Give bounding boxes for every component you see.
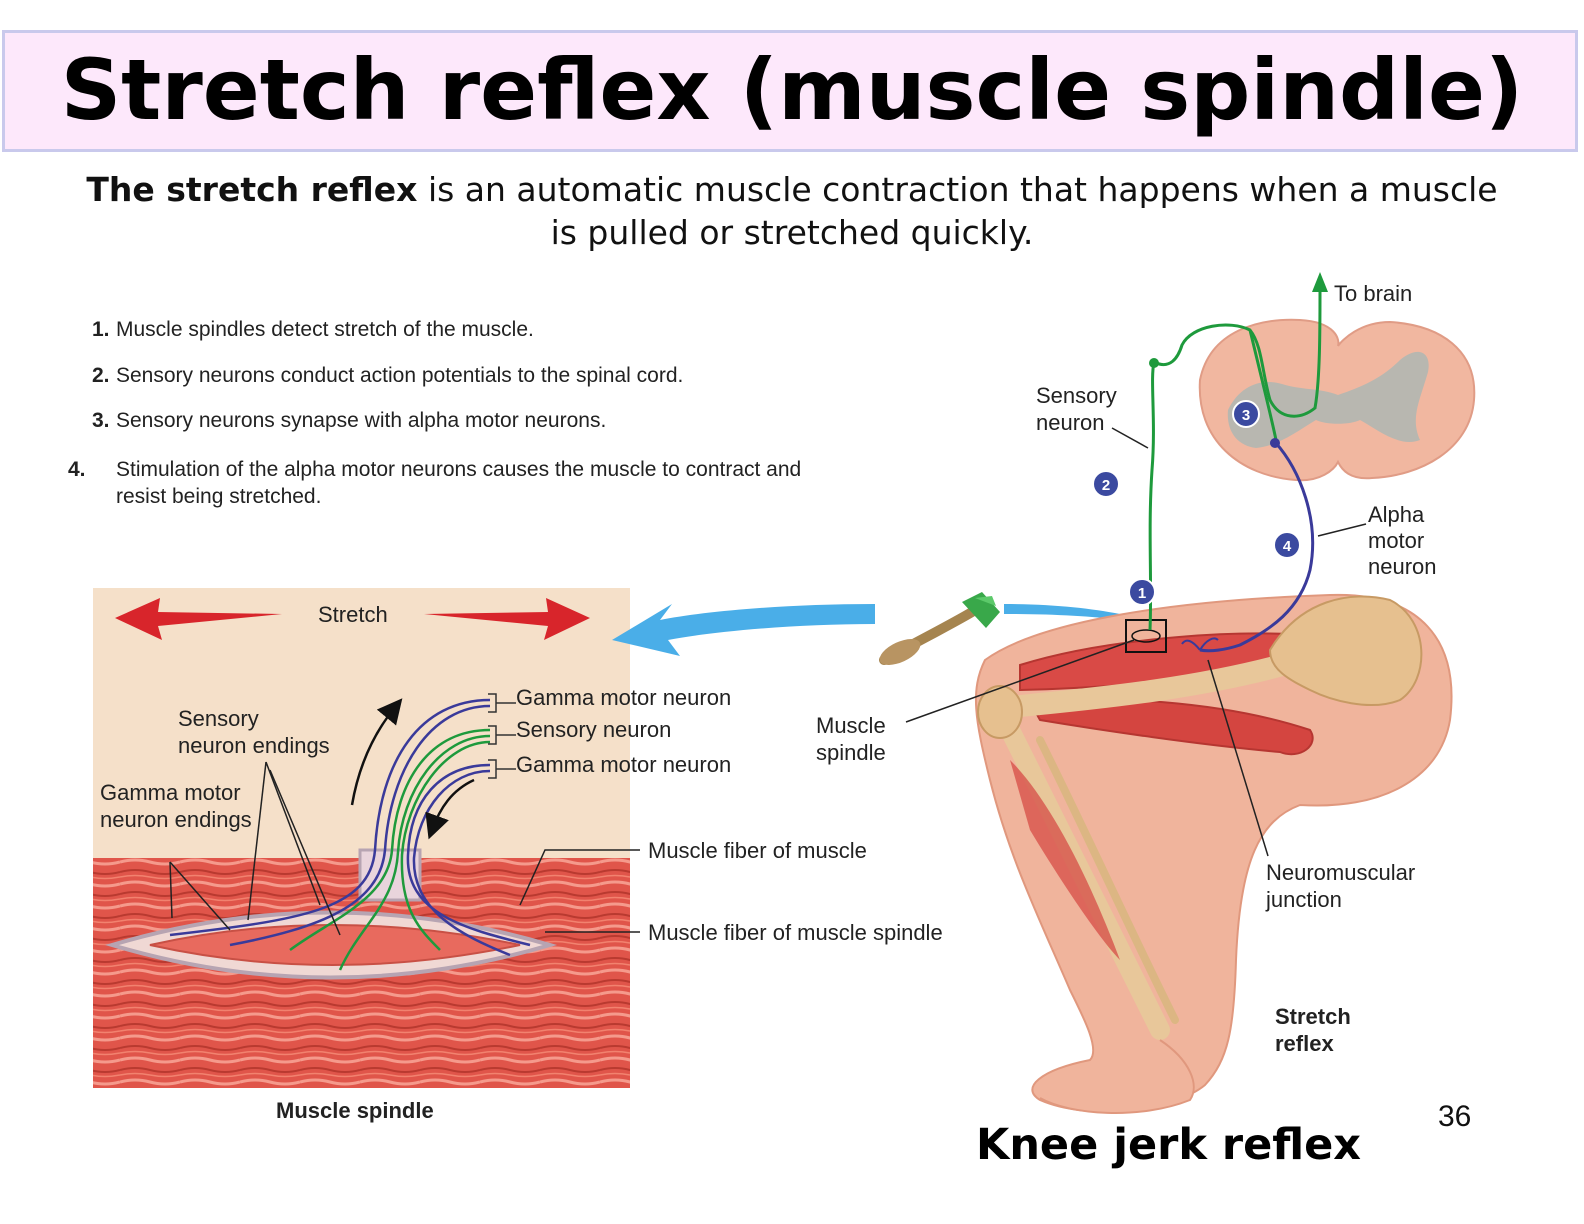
- step-item: 4. Stimulation of the alpha motor neurons…: [68, 456, 856, 510]
- badge-1: 1: [1128, 578, 1156, 606]
- spindle-location-mark: [1131, 629, 1161, 643]
- foot: [1039, 1039, 1195, 1114]
- zoom-arrow-tail: [1004, 604, 1120, 620]
- knee-reflex-panel: [905, 272, 1476, 1114]
- label-sensory-neuron-endings: Sensory neuron endings: [178, 706, 330, 758]
- fibula: [1036, 736, 1179, 1024]
- grey-matter: [1227, 351, 1429, 448]
- label-muscle-spindle-reflex: Muscle spindle: [816, 713, 886, 765]
- intro-bold: The stretch reflex: [86, 170, 418, 209]
- label-to-brain: To brain: [1334, 281, 1413, 306]
- spindle-fiber: [149, 924, 521, 966]
- step-item: 2. Sensory neurons conduct action potenti…: [92, 362, 852, 389]
- sensory-fibers: [289, 728, 491, 971]
- efferent-arrow: [425, 778, 475, 840]
- step-text: Sensory neurons synapse with alpha motor…: [116, 409, 607, 432]
- spindle-location-box: [1125, 619, 1167, 653]
- afferent-arrow: [350, 698, 403, 806]
- sensory-synapse-branch: [1248, 329, 1278, 441]
- dorsal-root-ganglion: [1149, 358, 1159, 368]
- svg-text:4: 4: [1283, 538, 1292, 555]
- title-bar: [2, 30, 1578, 152]
- reflex-hammer: [879, 592, 1000, 665]
- motor-neuron-cell-body: [1270, 438, 1280, 448]
- svg-text:1: 1: [1138, 585, 1146, 602]
- label-muscle-fiber-of-spindle: Muscle fiber of muscle spindle: [648, 920, 943, 945]
- caption-knee-jerk-reflex: Knee jerk reflex: [976, 1120, 1362, 1170]
- muscle-spindle-panel: [93, 588, 640, 1088]
- svg-text:3: 3: [1242, 407, 1250, 424]
- intro-rest: is an automatic muscle contraction that …: [417, 170, 1498, 252]
- zoom-arrow: [612, 604, 875, 656]
- label-neuromuscular-junction: Neuromuscular junction: [1266, 860, 1416, 912]
- label-alpha-motor-neuron: Alpha motor neuron: [1368, 502, 1437, 579]
- label-gamma-motor-neuron-1: Gamma motor neuron: [516, 685, 732, 710]
- step-number: 1.: [92, 318, 110, 341]
- pelvis: [1268, 595, 1423, 707]
- badge-4: 4: [1273, 531, 1301, 559]
- label-sensory-neuron: Sensory neuron: [516, 717, 672, 742]
- step-text: Muscle spindles detect stretch of the mu…: [116, 318, 534, 341]
- step-text: Sensory neurons conduct action potential…: [116, 364, 684, 387]
- step-item: 1. Muscle spindles detect stretch of the …: [92, 316, 852, 343]
- sensory-neuron-path: [1148, 289, 1322, 631]
- to-brain-arrowhead: [1312, 272, 1328, 292]
- badge-3: 3: [1232, 400, 1260, 428]
- neuromuscular-endings: [1181, 637, 1219, 651]
- gamma-fibers: [169, 698, 531, 957]
- intro-text: The stretch reflex is an automatic muscl…: [80, 168, 1504, 254]
- spindle-leader-lines: [169, 761, 640, 936]
- knee-patella: [977, 685, 1023, 739]
- calf-muscle: [1010, 760, 1120, 960]
- step-badges: 1 2 3 4: [1092, 400, 1301, 606]
- stretch-arrow-right: [424, 598, 590, 640]
- step-number: 2.: [92, 364, 110, 387]
- step-item: 3. Sensory neurons synapse with alpha mot…: [92, 407, 852, 434]
- label-sensory-neuron-reflex: Sensory neuron: [1036, 383, 1117, 435]
- step-number: 4.: [68, 458, 86, 481]
- neuron-brackets: [488, 693, 516, 779]
- step-text: Stimulation of the alpha motor neurons c…: [116, 458, 802, 508]
- reflex-leader-lines: [905, 427, 1367, 857]
- label-gamma-motor-neuron-endings: Gamma motor neuron endings: [100, 780, 252, 832]
- alpha-motor-neuron-path: [1199, 441, 1315, 653]
- label-stretch: Stretch: [318, 602, 388, 627]
- stretch-arrow-left: [115, 598, 282, 640]
- svg-text:2: 2: [1102, 477, 1110, 494]
- caption-muscle-spindle: Muscle spindle: [276, 1098, 434, 1123]
- step-number: 3.: [92, 409, 110, 432]
- femur: [989, 649, 1311, 719]
- label-muscle-fiber-of-muscle: Muscle fiber of muscle: [648, 838, 867, 863]
- page-number: 36: [1438, 1100, 1472, 1133]
- slide-title: Stretch reflex (muscle spindle): [60, 41, 1524, 139]
- caption-stretch-reflex: Stretch reflex: [1275, 1004, 1351, 1056]
- label-gamma-motor-neuron-2: Gamma motor neuron: [516, 752, 732, 777]
- badge-2: 2: [1092, 470, 1120, 498]
